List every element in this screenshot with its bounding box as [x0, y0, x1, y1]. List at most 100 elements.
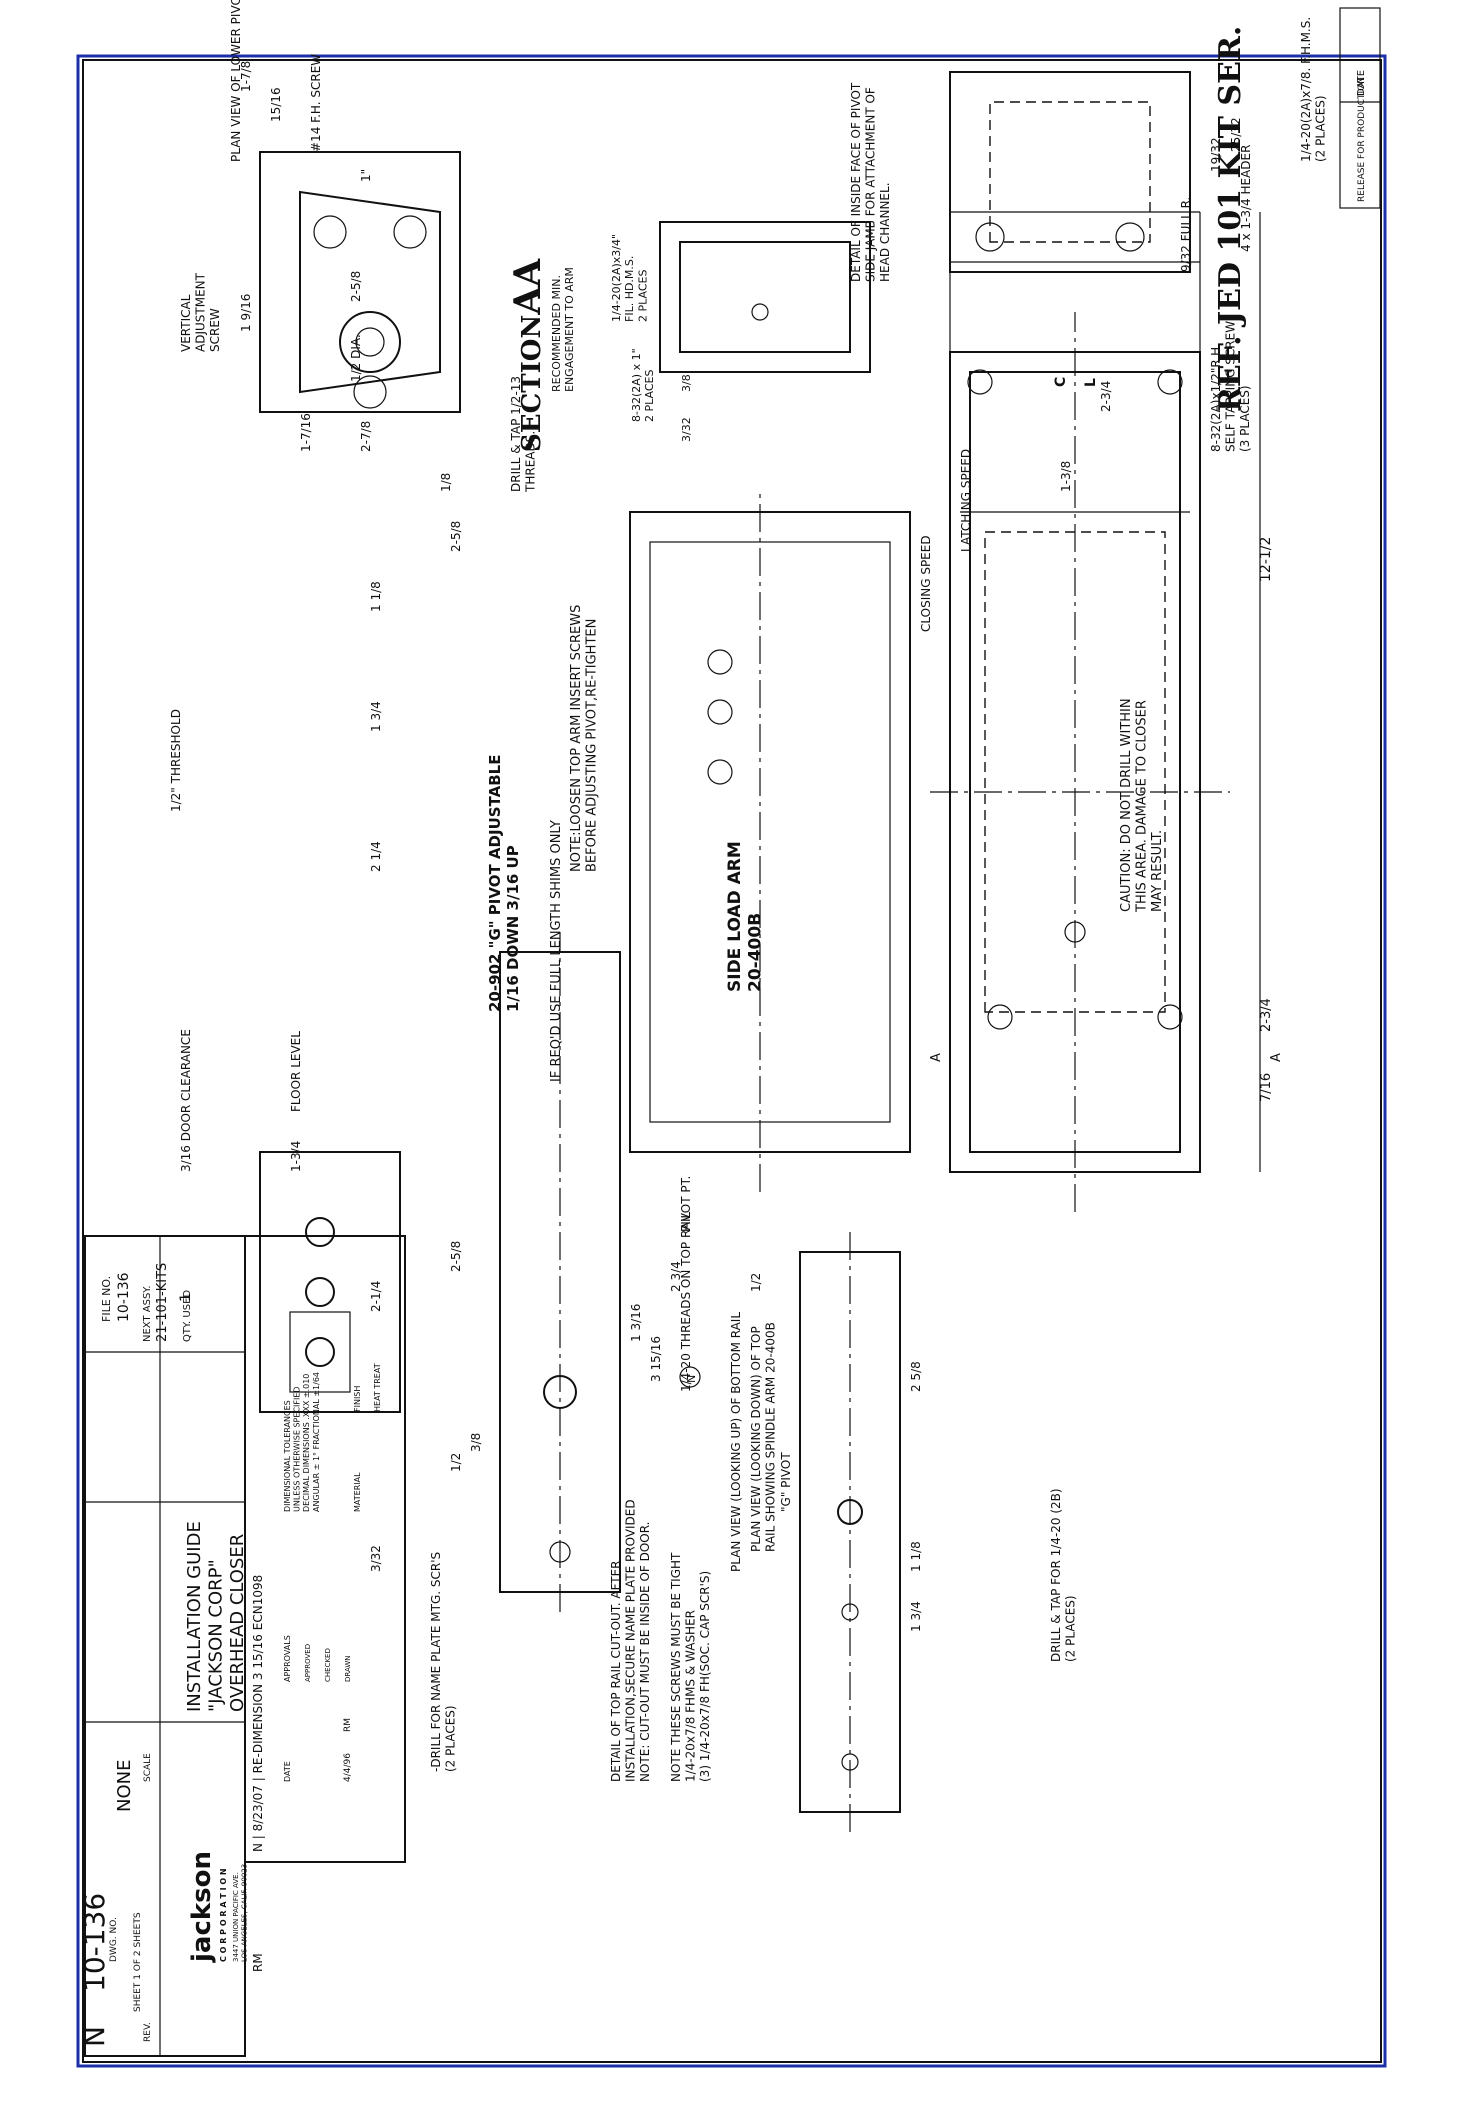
vertical-adj-note: VERTICALADJUSTMENTSCREW [179, 272, 222, 352]
drill-name-plate-note-line: -DRILL FOR NAME PLATE MTG. SCR'S [429, 1552, 443, 1772]
tolerance-block-line: DIMENSIONAL TOLERANCES [283, 1400, 292, 1512]
company-address: 3447 UNION PACIFIC AVE.LOS ANGELES, CALI… [232, 1864, 248, 1962]
vertical-adj-note-line: SCREW [208, 308, 222, 352]
fillister-note-line: 1/4-20(2A)x3/4" [610, 234, 623, 322]
dim-3-32: 3/32 [680, 417, 693, 442]
dim-2-5-8: 2-5/8 [349, 271, 363, 302]
pivot-pt-note: PIVOT PT. [679, 1176, 693, 1232]
floor-level-label: FLOOR LEVEL [289, 1031, 303, 1112]
checked-label: CHECKED [324, 1648, 332, 1682]
drawing-title: INSTALLATION GUIDE"JACKSON CORP"OVERHEAD… [184, 1521, 248, 1712]
screw-832-note-line: 2 PLACES [643, 370, 656, 422]
qty-value: 1 [178, 1293, 194, 1302]
plan-view-top-note: PLAN VIEW (LOOKING DOWN) OF TOPRAIL SHOW… [749, 1322, 777, 1552]
plan-view-top-note-line: RAIL SHOWING SPINDLE ARM 20-400B [763, 1322, 777, 1552]
dim-2-3-4-head: 2-3/4 [1259, 998, 1274, 1032]
pivot-hole [393, 215, 427, 249]
file-no-value: 10-136 [116, 1272, 132, 1322]
rev-label: REV. [143, 2022, 153, 2042]
speed-valve-c [967, 369, 993, 395]
loosen-note-line: BEFORE ADJUSTING PIVOT,RE-TIGHTEN [585, 619, 600, 872]
section-cut-label-right: A [1269, 1053, 1284, 1062]
closing-speed-label: CLOSING SPEED [919, 535, 933, 632]
cutout-note: DETAIL OF TOP RAIL CUT-OUT. AFTERINSTALL… [609, 1499, 652, 1782]
drawn-by: RM [343, 1718, 353, 1732]
fillister-note-line: 2 PLACES [636, 270, 649, 322]
caution-note: CAUTION: DO NOT DRILL WITHINTHIS AREA. D… [1119, 698, 1165, 913]
g-pivot-hole [837, 1499, 863, 1525]
frac-2-1-4: 2 1/4 [369, 841, 383, 872]
finish-label: FINISH [353, 1386, 362, 1412]
threshold-note: 1/2" THRESHOLD [169, 709, 183, 812]
frac-1-9-16: 1 9/16 [239, 294, 253, 332]
center-assembly: SIDE LOAD ARM20-400B NOTE:LOOSEN TOP ARM… [169, 272, 911, 1192]
scale-value: NONE [114, 1760, 135, 1812]
section-word: SECTION [517, 315, 547, 452]
frac-2-5-8: 2 5/8 [909, 1361, 923, 1392]
drawing-title-line: "JACKSON CORP" [206, 1559, 227, 1712]
drill-tap-half-note: DRILL & TAP 1/2-13THREADS. [509, 376, 537, 493]
pivot-adjust-note-line: 1/16 DOWN 3/16 UP [504, 845, 522, 1012]
drawn-date: 4/4/96 [343, 1753, 353, 1782]
caution-note-line: THIS AREA. DAMAGE TO CLOSER [1135, 700, 1150, 913]
tolerance-block-line: UNLESS OTHERWISE SPECIFIED [293, 1386, 302, 1512]
screw-832-note: 8-32(2A) x 1"2 PLACES [630, 348, 656, 422]
drawing-title-line: OVERHEAD CLOSER [227, 1534, 248, 1712]
dim-2-7-8: 2-7/8 [359, 421, 373, 452]
pivot-detail-note-line: HEAD CHANNEL. [878, 182, 892, 282]
qty-label: QTY. USED [182, 1290, 193, 1342]
frac-1-3-4-rail: 1 3/4 [909, 1601, 923, 1632]
company-logo: jackson [187, 1851, 217, 1963]
tolerance-block-line: ANGULAR ± 1° FRACTIONAL ±1/64 [312, 1372, 321, 1512]
drill-name-plate-note-line: (2 PLACES) [443, 1705, 457, 1772]
revision-row: N | 8/23/07 | RE-DIMENSION 3 15/16 ECN10… [251, 1575, 265, 1852]
bottom-rail-plan: PLAN VIEW (LOOKING DOWN) OF TOPRAIL SHOW… [729, 1232, 1077, 1832]
lower-pivot-plan: PLAN VIEW OF LOWER PIVOT SET "G" #14 F.H… [229, 0, 461, 452]
next-assy-value: 21-101-KITS [155, 1263, 170, 1342]
dim-half-cutout: 1/2 [449, 1453, 463, 1472]
dim-7-16: 7/16 [1259, 1073, 1274, 1102]
drill-tap-half-note-line: THREADS. [523, 431, 537, 493]
fhms-note: 1/4-20(2A)x7/8. F.H.M.S.(2 PLACES) [1299, 17, 1327, 162]
caution-note-line: MAY RESULT. [1150, 830, 1165, 912]
frac-2-3-4: 2 3/4 [669, 1261, 683, 1292]
material-label: MATERIAL [353, 1472, 362, 1512]
c-marker: C [1053, 377, 1069, 387]
loosen-note-line: NOTE:LOOSEN TOP ARM INSERT SCREWS [569, 605, 584, 872]
company-address-line: LOS ANGELES, CALIF. 90023 [240, 1864, 248, 1962]
drill-tap-2b-note-line: (2 PLACES) [1063, 1595, 1077, 1662]
plan-view-top-note-line: PLAN VIEW (LOOKING DOWN) OF TOP [749, 1326, 763, 1552]
half-dia-note: 1/2 DIA. [349, 334, 363, 382]
date-column-label: DATE [283, 1761, 292, 1782]
engagement-note-line: RECOMMENDED MIN. [550, 275, 563, 392]
screws-tight-note-line: (3) 1/4-20x7/8 FH(SOC. CAP SCR'S) [698, 1571, 712, 1782]
self-tapping-note-line: 8-32(2A)x1/2"R.H. [1209, 343, 1223, 452]
dim-2-1-4-cutout: 2-1/4 [369, 1281, 383, 1312]
dim-2-3-4: 2-3/4 [1099, 381, 1113, 412]
overall-length-dim: 12-1/2 [1258, 537, 1274, 582]
pivot-jamb-detail: DETAIL OF INSIDE FACE OF PIVOTSIDE JAMB … [849, 71, 1252, 492]
header-note: 4 x 1-3/4 HEADER [1239, 145, 1253, 252]
approved-label: APPROVED [304, 1644, 312, 1682]
self-tapping-note: 8-32(2A)x1/2"R.H.SELF TAPPING SCREW(3 PL… [1209, 321, 1252, 452]
header-screw [1115, 222, 1145, 252]
section-cut-label-left: A [929, 1053, 944, 1062]
screw-circle [1064, 921, 1086, 943]
frac-1-3-16: 1 3/16 [629, 1304, 643, 1342]
drill-name-plate-note: -DRILL FOR NAME PLATE MTG. SCR'S(2 PLACE… [429, 1552, 457, 1772]
dim-1-8: 1/8 [439, 473, 453, 492]
pivot-point-circle [543, 1375, 577, 1409]
screw-circle [987, 1004, 1013, 1030]
fh-screw-note: #14 F.H. SCREW [309, 54, 323, 152]
dim-2-5-8-cutout: 2-5/8 [449, 1241, 463, 1272]
dim-1-inch: 1" [359, 169, 373, 182]
lower-pivot-title: PLAN VIEW OF LOWER PIVOT SET "G" [229, 0, 243, 162]
dim-half-rail: 1/2 [749, 1273, 763, 1292]
cutout-note-line: INSTALLATION,SECURE NAME PLATE PROVIDED [623, 1499, 637, 1782]
scale-label: SCALE [143, 1753, 153, 1782]
dwg-no-value: 10-136 [78, 1893, 111, 1992]
latching-speed-label: LATCHING SPEED [959, 449, 973, 552]
drill-tap-half-note-line: DRILL & TAP 1/2-13 [509, 376, 523, 492]
screw-832-note-line: 8-32(2A) x 1" [630, 348, 643, 422]
